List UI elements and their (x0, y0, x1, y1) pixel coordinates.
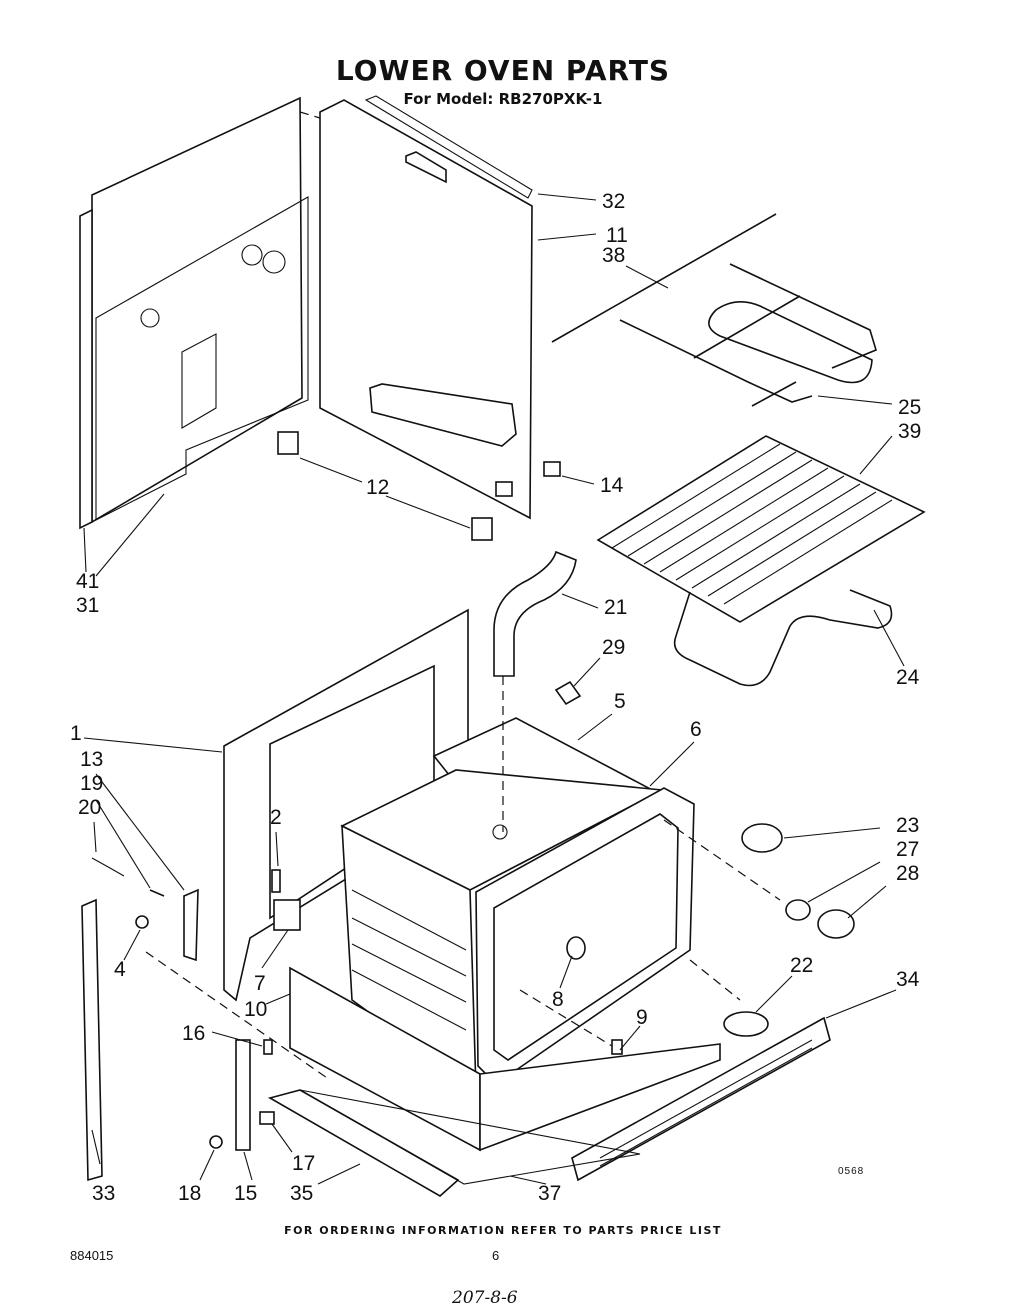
bracket-12-upper (277, 431, 299, 455)
callout-labels: 32 11 38 25 39 14 12 41 31 21 29 24 1 13… (70, 190, 921, 1205)
inner-back-panel (319, 95, 533, 520)
callout-23: 23 (896, 814, 919, 837)
callout-13: 13 (80, 748, 103, 771)
element-bar-38 (551, 213, 777, 343)
callout-29: 29 (602, 636, 625, 659)
light-cover-23 (741, 823, 783, 853)
callout-15: 15 (234, 1182, 257, 1205)
callout-34: 34 (896, 968, 920, 991)
bracket-14 (543, 461, 561, 477)
hinge-7 (273, 899, 301, 931)
oven-gasket-6 (475, 787, 695, 1086)
side-trim-33 (81, 898, 103, 1182)
callout-12: 12 (366, 476, 389, 499)
bracket-12-lower (471, 517, 493, 541)
callout-10: 10 (244, 998, 267, 1021)
callout-24: 24 (896, 666, 920, 689)
callout-39: 39 (898, 420, 921, 443)
oven-rack-39 (596, 435, 926, 623)
trim-37 (299, 1089, 641, 1185)
sensor-29 (554, 680, 582, 706)
switch-2 (271, 869, 281, 893)
callout-17: 17 (292, 1152, 315, 1175)
callout-33: 33 (92, 1182, 115, 1205)
door-latch-15 (235, 1039, 251, 1151)
switch-17 (259, 1111, 275, 1125)
callout-14: 14 (600, 474, 624, 497)
callout-16: 16 (182, 1022, 205, 1045)
vent-tube-21 (493, 550, 577, 677)
nut-18 (209, 1135, 223, 1149)
callout-27: 27 (896, 838, 919, 861)
model-subtitle: For Model: RB270PXK-1 (403, 90, 603, 108)
page-title: LOWER OVEN PARTS (335, 54, 671, 87)
outer-back-panel (79, 96, 309, 530)
bake-element-24 (673, 589, 893, 687)
callout-41: 41 (76, 570, 99, 593)
callout-7: 7 (254, 972, 266, 995)
callout-8: 8 (552, 988, 564, 1011)
callout-2: 2 (270, 806, 282, 829)
callout-31: 31 (76, 594, 99, 617)
door-lock-13 (183, 888, 199, 962)
callout-21: 21 (604, 596, 627, 619)
callout-18: 18 (178, 1182, 201, 1205)
callout-37: 37 (538, 1182, 561, 1205)
callout-4: 4 (114, 958, 126, 981)
callout-35: 35 (290, 1182, 313, 1205)
spring-19 (149, 889, 165, 897)
callout-32: 32 (602, 190, 625, 213)
leader-lines (83, 193, 905, 1185)
page-number: 6 (492, 1248, 500, 1263)
clip-9 (611, 1039, 623, 1055)
light-bulb-28 (817, 909, 855, 939)
callout-25: 25 (898, 396, 921, 419)
callout-9: 9 (636, 1006, 648, 1029)
callout-1: 1 (70, 722, 82, 745)
image-code: 0568 (838, 1166, 865, 1177)
callout-5: 5 (614, 690, 626, 713)
broil-element-25 (619, 263, 877, 407)
document-number: 884015 (70, 1248, 114, 1263)
light-socket-27 (785, 899, 811, 921)
callout-6: 6 (690, 718, 702, 741)
switch-16 (263, 1039, 273, 1055)
callout-38: 38 (602, 244, 625, 267)
callout-22: 22 (790, 954, 813, 977)
handwritten-note: 207-8-6 (452, 1288, 518, 1308)
burner-22 (723, 1011, 769, 1037)
callout-28: 28 (896, 862, 919, 885)
vent-grille-34 (571, 1016, 831, 1182)
callout-20: 20 (78, 796, 101, 819)
callout-19: 19 (80, 772, 103, 795)
ordering-note: FOR ORDERING INFORMATION REFER TO PARTS … (284, 1224, 722, 1237)
callout-11: 11 (606, 224, 628, 247)
spring-20 (91, 857, 125, 877)
nut-4 (135, 915, 149, 929)
